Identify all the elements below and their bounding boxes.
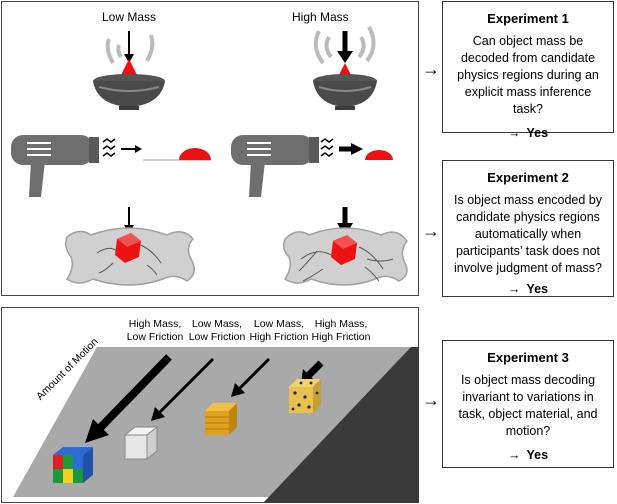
experiment-question: Is object mass decoding invariant to var… [458,373,598,438]
experiment-3-box: Experiment 3 Is object mass decoding inv… [442,340,614,468]
condition-line: Low Mass, [253,318,305,330]
condition-label: High Mass, High Friction [308,318,374,344]
condition-label: Low Mass, High Friction [246,318,312,344]
arrow-icon: → [507,448,521,462]
experiment-title: Experiment 3 [487,350,569,365]
arrow-icon: → [422,59,440,79]
condition-label: Low Mass, Low Friction [186,318,248,344]
cube-icon [205,403,237,435]
cube-icon [123,425,159,461]
experiment-question: Is object mass encoded by candidate phys… [454,193,602,275]
bowl-icon [93,31,165,110]
condition-line: High Mass, [314,318,368,330]
arrow-icon [231,357,271,397]
experiment-title: Experiment 2 [487,170,569,185]
condition-line: Low Mass, [191,318,243,330]
experiment-title: Experiment 1 [487,11,569,26]
answer-text: Yes [526,448,549,462]
bottom-illustration [13,347,419,503]
condition-line: Low Friction [126,331,184,343]
condition-label: High Mass, Low Friction [124,318,186,344]
arrow-icon: → [422,390,440,410]
hair-dryer-icon [231,135,393,197]
arrow-icon [85,354,172,443]
pillow-icon [282,207,408,286]
answer-text: Yes [526,282,549,296]
experiment-1-box: Experiment 1 Can object mass be decoded … [442,1,614,140]
arrow-icon: → [422,221,440,241]
cube-icon [53,447,93,483]
condition-line: High Friction [249,331,309,343]
hair-dryer-icon [11,135,211,197]
experiment-2-box: Experiment 2 Is object mass encoded by c… [442,160,614,297]
experiment-answer: → Yes [443,281,613,298]
arrow-icon: → [507,282,521,296]
condition-line: Low Friction [188,331,246,343]
arrow-icon [151,357,215,421]
cube-icon [289,379,321,413]
column-header-high-mass: High Mass [292,10,349,24]
bowl-icon [313,26,377,110]
wall-shadow [263,347,419,503]
column-header-low-mass: Low Mass [102,10,157,24]
condition-line: High Friction [311,331,371,343]
pillow-icon [64,207,195,286]
answer-text: Yes [526,126,549,140]
top-illustrations [11,26,408,286]
experiment-answer: → Yes [443,447,613,464]
condition-line: High Mass, [128,318,182,330]
experiment-answer: → Yes [443,125,613,142]
experiment-question: Can object mass be decoded from candidat… [457,34,599,116]
arrow-icon: → [507,126,521,140]
